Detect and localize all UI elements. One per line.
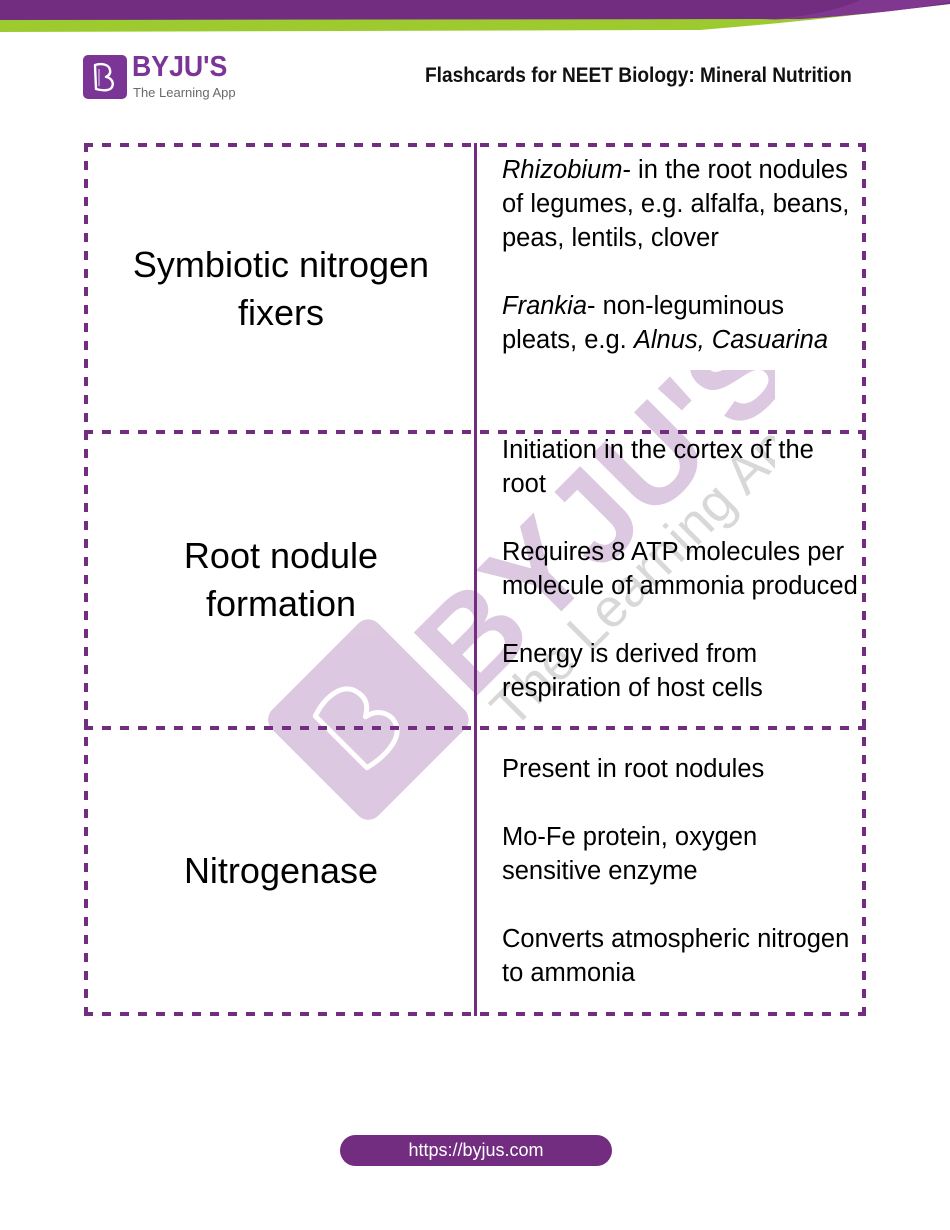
byjus-logo: BYJU'S The Learning App — [83, 51, 248, 103]
definition-item: Initiation in the cortex of the root — [502, 436, 814, 498]
term-line: formation — [205, 583, 357, 624]
table-border-left — [84, 143, 88, 1016]
flashcard-table: Symbiotic nitrogen fixers Rhizobium- in … — [84, 143, 866, 1016]
logo-b-icon — [83, 55, 127, 99]
flashcard-row: Symbiotic nitrogen fixers Rhizobium- in … — [84, 147, 866, 430]
header-banner — [0, 0, 950, 32]
definition-item: Requires 8 ATP molecules per molecule of… — [502, 538, 858, 600]
flashcard-definition: Present in root nodules Mo-Fe protein, o… — [502, 752, 862, 990]
definition-item: Energy is derived from respiration of ho… — [502, 640, 763, 702]
flashcard-term: Root nodule formation — [88, 434, 474, 726]
term-line: fixers — [237, 291, 324, 333]
definition-item: Rhizobium- in the root nodules of legume… — [502, 156, 850, 252]
definition-item: Mo-Fe protein, oxygen sensitive enzyme — [502, 823, 758, 885]
page-title: Flashcards for NEET Biology: Mineral Nut… — [425, 64, 852, 87]
flashcard-row: Nitrogenase Present in root nodules Mo-F… — [84, 730, 866, 1012]
flashcard-definition: Initiation in the cortex of the root Req… — [502, 433, 862, 705]
term-line: Nitrogenase — [183, 850, 379, 891]
column-divider — [474, 143, 477, 1016]
term-line: Root nodule — [183, 535, 379, 576]
flashcard-row: Root nodule formation Initiation in the … — [84, 434, 866, 726]
logo-tagline: The Learning App — [133, 85, 236, 100]
flashcard-term: Nitrogenase — [88, 730, 474, 1012]
footer-url-link[interactable]: https://byjus.com — [340, 1135, 612, 1166]
definition-item: Converts atmospheric nitrogen to ammonia — [502, 925, 850, 987]
definition-item: Frankia- non-leguminous pleats, e.g. Aln… — [502, 292, 829, 354]
logo-wordmark: BYJU'S — [132, 51, 228, 83]
flashcard-term: Symbiotic nitrogen fixers — [88, 147, 474, 430]
term-line: Symbiotic nitrogen — [132, 243, 430, 285]
flashcard-definition: Rhizobium- in the root nodules of legume… — [502, 153, 862, 357]
table-border-right — [862, 143, 866, 1016]
definition-item: Present in root nodules — [502, 755, 765, 783]
